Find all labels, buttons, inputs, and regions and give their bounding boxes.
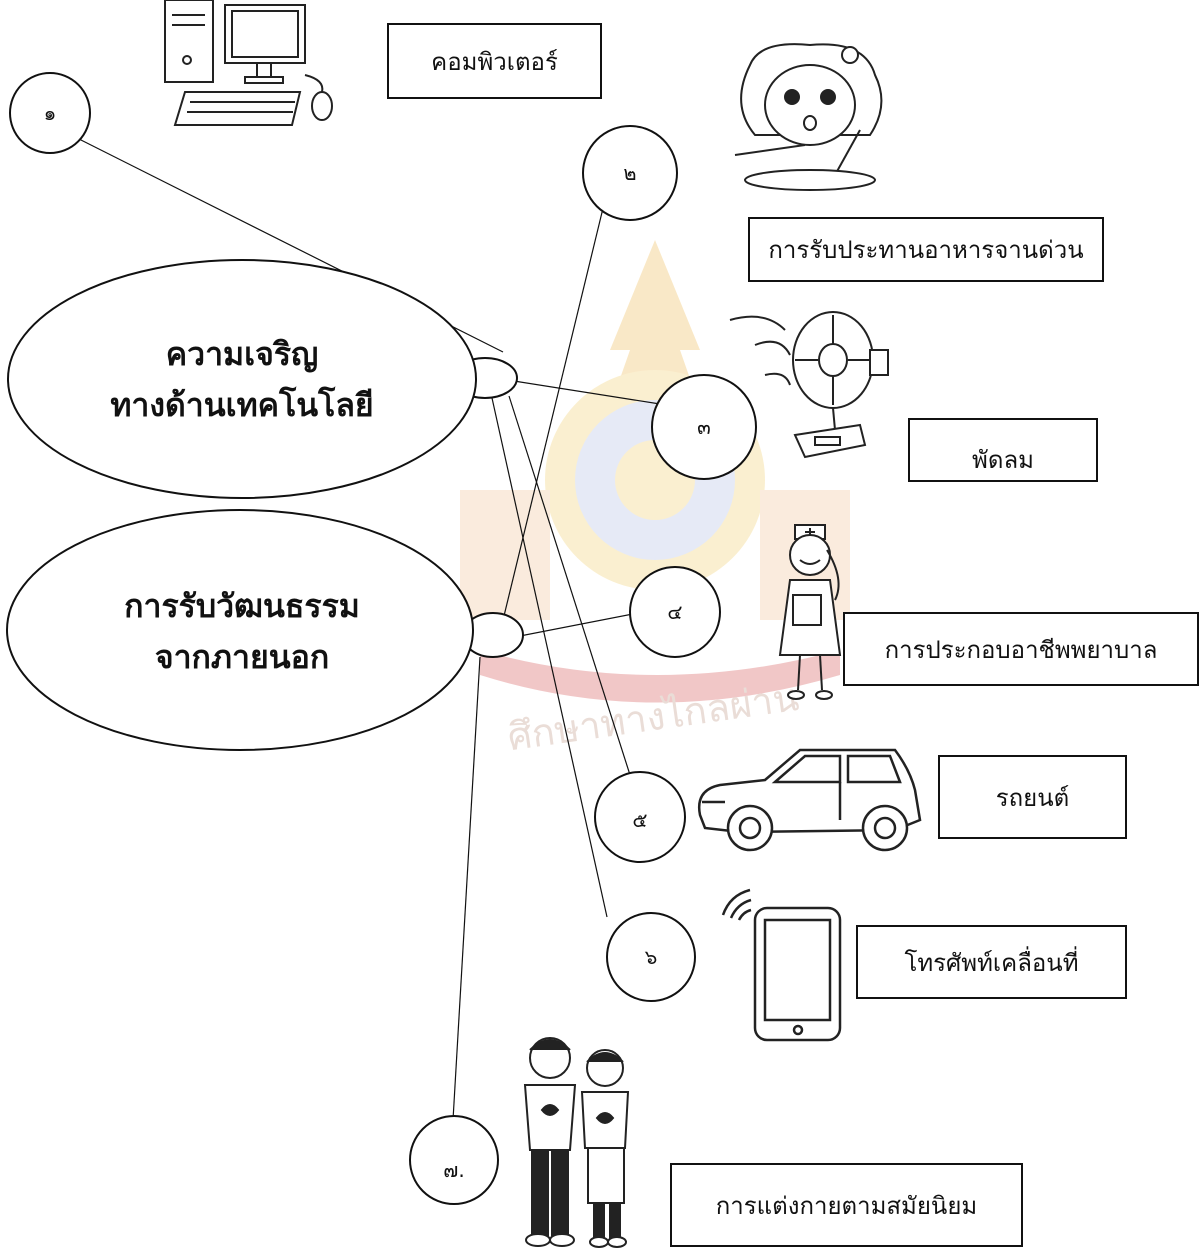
culture-topic: การรับวัฒนธรรม จากภายนอก <box>30 572 454 692</box>
culture-topic-line2: จากภายนอก <box>154 638 330 676</box>
tech-topic-line2: ทางด้านเทคโนโลยี <box>110 386 374 424</box>
label-mobile: โทรศัพท์เคลื่อนที่ <box>856 925 1127 999</box>
number-1: ๑ <box>43 101 57 125</box>
label-fashion: การแต่งกายตามสมัยนิยม <box>670 1163 1023 1247</box>
computer-icon <box>164 0 333 126</box>
tablet-phone-icon <box>721 888 842 1042</box>
number-3: ๓ <box>697 415 711 439</box>
culture-topic-line1: การรับวัฒนธรรม <box>124 586 360 625</box>
couple-icon <box>523 1037 630 1248</box>
tech-topic-line1: ความเจริญ <box>165 334 319 373</box>
number-6: ๖ <box>644 945 658 969</box>
label-car: รถยนต์ <box>938 755 1127 839</box>
nurse-icon <box>778 524 842 700</box>
number-4: ๔ <box>667 600 683 624</box>
number-5: ๕ <box>632 808 648 832</box>
tech-topic: ความเจริญ ทางด้านเทคโนโลยี <box>30 320 454 440</box>
label-fan: พัดลม <box>908 418 1098 482</box>
number-2: ๒ <box>623 161 637 185</box>
car-icon <box>697 748 922 852</box>
label-nurse: การประกอบอาชีพพยาบาล <box>843 612 1199 686</box>
fan-icon <box>729 311 889 459</box>
label-computer: คอมพิวเตอร์ <box>387 23 602 99</box>
number-7: ๗. <box>443 1158 465 1182</box>
girl-eating-icon <box>734 43 883 191</box>
label-fast-food: การรับประทานอาหารจานด่วน <box>748 217 1104 282</box>
